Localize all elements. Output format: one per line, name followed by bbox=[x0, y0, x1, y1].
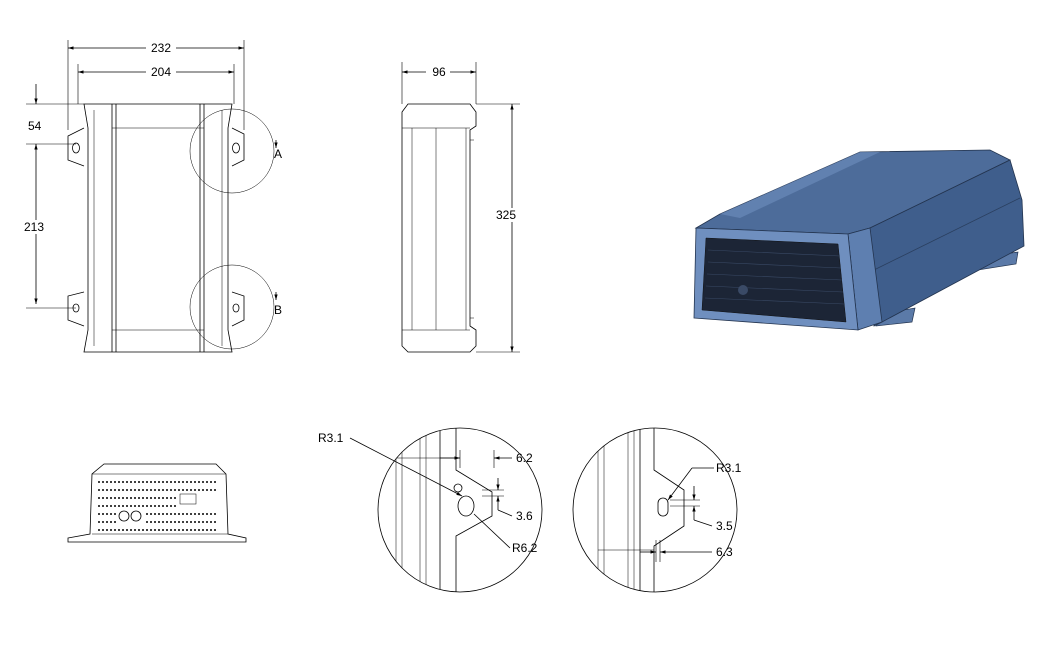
detail-a-slot-width: 3.6 bbox=[516, 509, 533, 523]
detail-a-head-radius: R6.2 bbox=[512, 541, 538, 555]
detail-b-hole-width: 3.5 bbox=[716, 519, 733, 533]
end-view bbox=[67, 463, 247, 543]
detail-a-letter: A bbox=[274, 147, 282, 161]
front-view: A B 232 204 54 213 bbox=[22, 40, 282, 353]
dim-hole-spacing: 213 bbox=[24, 220, 44, 234]
isometric-render bbox=[693, 149, 1025, 331]
detail-a-slot-radius: R3.1 bbox=[318, 431, 344, 445]
detail-b-offset: 6.3 bbox=[716, 545, 733, 559]
detail-b: R3.1 3.5 6.3 bbox=[572, 427, 742, 593]
side-view: 96 325 bbox=[401, 62, 522, 353]
detail-a-offset: 6.2 bbox=[516, 451, 533, 465]
detail-b-letter: B bbox=[274, 303, 282, 317]
dim-side-depth: 96 bbox=[432, 65, 446, 79]
dim-inner-width: 204 bbox=[151, 65, 171, 79]
detail-b-hole-radius: R3.1 bbox=[716, 461, 742, 475]
detail-a: R3.1 R6.2 6.2 3.6 bbox=[318, 427, 543, 593]
dim-outer-width: 232 bbox=[151, 41, 171, 55]
dim-side-height: 325 bbox=[496, 208, 516, 222]
dim-top-to-hole: 54 bbox=[28, 119, 42, 133]
